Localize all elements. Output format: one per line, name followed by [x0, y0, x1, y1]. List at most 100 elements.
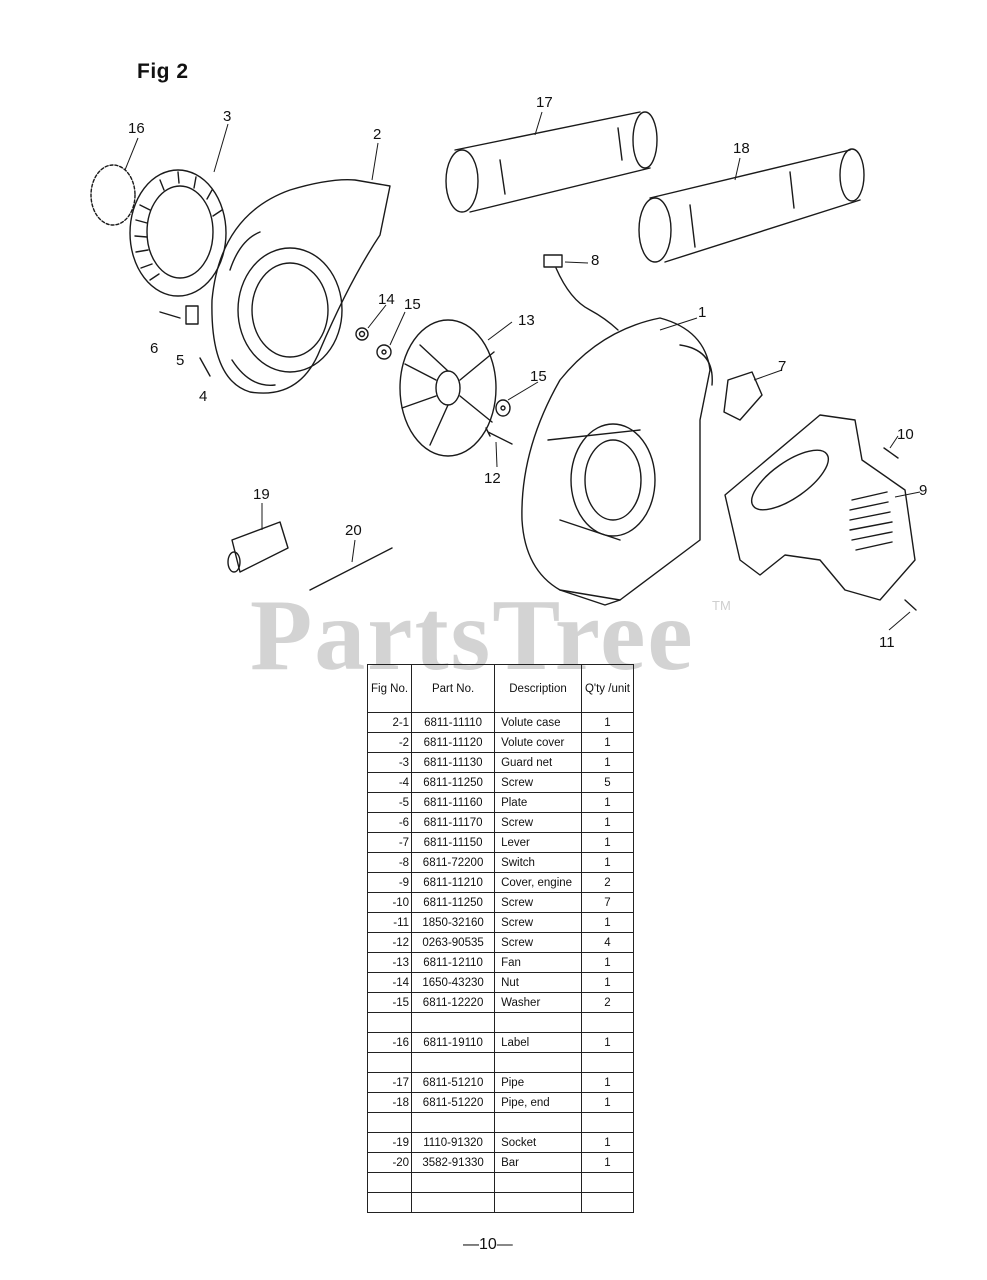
- row-description: [494, 1192, 582, 1213]
- row-part-no: 6811-11250: [411, 772, 496, 793]
- table-row: [366, 1052, 635, 1073]
- row-part-no: 6811-11160: [411, 792, 496, 813]
- row-description: Label: [494, 1032, 582, 1053]
- row-qty: 4: [580, 932, 635, 953]
- header-qty: Q'ty /unit: [580, 664, 635, 713]
- row-description: Screw: [494, 932, 582, 953]
- row-description: [494, 1172, 582, 1193]
- callout-15-upper: 15: [404, 296, 421, 313]
- exploded-parts-diagram: [90, 111, 921, 631]
- row-qty: 1: [580, 852, 635, 873]
- row-description: [494, 1012, 582, 1033]
- row-part-no: 6811-12110: [411, 952, 496, 973]
- header-part-no: Part No.: [411, 664, 496, 713]
- row-description: Volute cover: [494, 732, 582, 753]
- row-qty: 1: [580, 1032, 635, 1053]
- row-fig-no: -15: [366, 992, 413, 1013]
- row-qty: 1: [580, 1092, 635, 1113]
- row-part-no: 6811-11130: [411, 752, 496, 773]
- part-2-volute-cover: [211, 179, 391, 394]
- callout-3: 3: [223, 108, 232, 125]
- row-description: Fan: [494, 952, 582, 973]
- row-qty: 1: [580, 952, 635, 973]
- row-part-no: 6811-11120: [411, 732, 496, 753]
- part-16-label: [90, 164, 136, 226]
- row-qty: [580, 1192, 635, 1213]
- row-fig-no: -7: [366, 832, 413, 853]
- part-18-pipe-end: [638, 148, 865, 263]
- row-description: Screw: [494, 812, 582, 833]
- header-description: Description: [494, 664, 582, 713]
- part-1-volute-case: [521, 317, 713, 606]
- part-20-bar: [309, 547, 393, 591]
- row-part-no: 6811-12220: [411, 992, 496, 1013]
- row-qty: [580, 1052, 635, 1073]
- row-description: Bar: [494, 1152, 582, 1173]
- row-fig-no: -6: [366, 812, 413, 833]
- callout-19: 19: [253, 486, 270, 503]
- row-part-no: 6811-11170: [411, 812, 496, 833]
- row-description: Screw: [494, 912, 582, 933]
- row-qty: 1: [580, 972, 635, 993]
- callout-20: 20: [345, 522, 362, 539]
- part-4-screw: [199, 357, 211, 377]
- part-5-plate: [185, 305, 199, 325]
- callout-2: 2: [373, 126, 382, 143]
- row-description: Socket: [494, 1132, 582, 1153]
- row-fig-no: -3: [366, 752, 413, 773]
- row-description: Pipe, end: [494, 1092, 582, 1113]
- row-description: Screw: [494, 892, 582, 913]
- callout-17: 17: [536, 94, 553, 111]
- row-qty: 2: [580, 872, 635, 893]
- row-fig-no: -13: [366, 952, 413, 973]
- row-description: Lever: [494, 832, 582, 853]
- row-qty: 1: [580, 1132, 635, 1153]
- callout-5: 5: [176, 352, 185, 369]
- part-12-screw: [485, 427, 513, 445]
- part-17-pipe: [445, 111, 658, 213]
- callout-14: 14: [378, 291, 395, 308]
- callout-10: 10: [897, 426, 914, 443]
- row-part-no: 1850-32160: [411, 912, 496, 933]
- table-row: [366, 1112, 635, 1133]
- row-part-no: 0263-90535: [411, 932, 496, 953]
- row-fig-no: [366, 1052, 413, 1073]
- table-row: [366, 1192, 635, 1213]
- row-description: Cover, engine: [494, 872, 582, 893]
- row-fig-no: -17: [366, 1072, 413, 1093]
- parts-table-header: Fig No. Part No. Description Q'ty /unit: [366, 664, 635, 713]
- row-part-no: [411, 1172, 496, 1193]
- row-part-no: 6811-19110: [411, 1032, 496, 1053]
- row-qty: 1: [580, 732, 635, 753]
- row-qty: [580, 1172, 635, 1193]
- part-10-screw: [883, 447, 899, 459]
- row-part-no: 1650-43230: [411, 972, 496, 993]
- row-part-no: [411, 1192, 496, 1213]
- watermark-tm: TM: [712, 598, 731, 613]
- row-part-no: 6811-11150: [411, 832, 496, 853]
- part-7-lever: [723, 371, 763, 421]
- row-qty: [580, 1112, 635, 1133]
- row-description: Switch: [494, 852, 582, 873]
- row-fig-no: -9: [366, 872, 413, 893]
- row-qty: 1: [580, 712, 635, 733]
- row-qty: 2: [580, 992, 635, 1013]
- row-part-no: 6811-11110: [411, 712, 496, 733]
- callout-9: 9: [919, 482, 928, 499]
